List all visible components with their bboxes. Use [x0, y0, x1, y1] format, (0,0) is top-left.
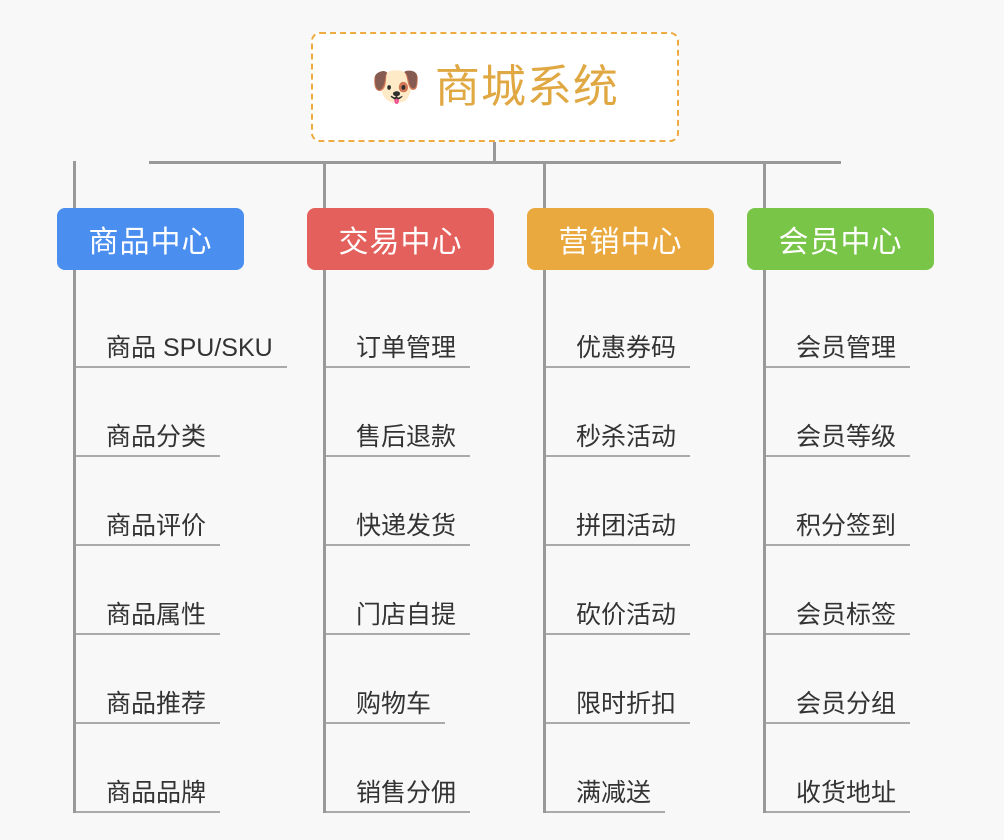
connector-drop-1: [73, 161, 76, 208]
branch-header-3[interactable]: 营销中心: [527, 208, 714, 270]
leaf-node[interactable]: 秒杀活动: [546, 368, 714, 457]
branch-column-2: 交易中心订单管理售后退款快递发货门店自提购物车销售分佣: [307, 208, 494, 813]
leaf-node[interactable]: 商品推荐: [76, 635, 244, 724]
leaf-label: 会员等级: [766, 423, 911, 457]
leaf-label: 会员标签: [766, 601, 911, 635]
branch-column-4: 会员中心会员管理会员等级积分签到会员标签会员分组收货地址: [747, 208, 934, 813]
leaf-label: 售后退款: [326, 423, 471, 457]
root-node[interactable]: 🐶 商城系统: [311, 32, 679, 142]
connector-root-stem: [493, 142, 496, 163]
dog-face-icon: 🐶: [371, 65, 421, 109]
leaf-node[interactable]: 门店自提: [326, 546, 494, 635]
leaf-label: 商品推荐: [76, 690, 221, 724]
leaf-label: 拼团活动: [546, 512, 691, 546]
leaf-node[interactable]: 购物车: [326, 635, 494, 724]
leaf-node[interactable]: 拼团活动: [546, 457, 714, 546]
connector-drop-4: [763, 161, 766, 208]
leaf-node[interactable]: 商品 SPU/SKU: [76, 279, 287, 368]
leaf-node[interactable]: 会员分组: [766, 635, 934, 724]
leaf-label: 快递发货: [326, 512, 471, 546]
branch-header-1[interactable]: 商品中心: [57, 208, 244, 270]
leaf-label: 销售分佣: [326, 779, 471, 813]
branch-trunk-2: 订单管理售后退款快递发货门店自提购物车销售分佣: [323, 270, 494, 813]
leaf-node[interactable]: 收货地址: [766, 724, 934, 813]
leaf-node[interactable]: 销售分佣: [326, 724, 494, 813]
leaf-label: 门店自提: [326, 601, 471, 635]
connector-drop-2: [323, 161, 326, 208]
leaf-node[interactable]: 砍价活动: [546, 546, 714, 635]
leaf-node[interactable]: 会员等级: [766, 368, 934, 457]
leaf-node[interactable]: 商品分类: [76, 368, 244, 457]
leaf-label: 秒杀活动: [546, 423, 691, 457]
leaf-label: 商品分类: [76, 423, 221, 457]
leaf-label: 商品品牌: [76, 779, 221, 813]
leaf-label: 商品属性: [76, 601, 221, 635]
connector-horizontal-bus: [149, 161, 841, 164]
branch-header-4[interactable]: 会员中心: [747, 208, 934, 270]
leaf-node[interactable]: 商品属性: [76, 546, 244, 635]
leaf-node[interactable]: 会员标签: [766, 546, 934, 635]
leaf-node[interactable]: 限时折扣: [546, 635, 714, 724]
leaf-label: 满减送: [546, 779, 666, 813]
root-title: 商城系统: [434, 61, 619, 113]
branch-trunk-4: 会员管理会员等级积分签到会员标签会员分组收货地址: [763, 270, 934, 813]
leaf-label: 商品 SPU/SKU: [76, 334, 287, 368]
leaf-node[interactable]: 商品品牌: [76, 724, 244, 813]
leaf-node[interactable]: 订单管理: [326, 279, 494, 368]
leaf-node[interactable]: 优惠券码: [546, 279, 714, 368]
leaf-label: 会员管理: [766, 334, 911, 368]
connector-drop-3: [543, 161, 546, 208]
branch-column-3: 营销中心优惠券码秒杀活动拼团活动砍价活动限时折扣满减送: [527, 208, 714, 813]
branch-column-1: 商品中心商品 SPU/SKU 商品分类商品评价商品属性商品推荐商品品牌: [57, 208, 287, 813]
branch-trunk-3: 优惠券码秒杀活动拼团活动砍价活动限时折扣满减送: [543, 270, 714, 813]
branch-header-2[interactable]: 交易中心: [307, 208, 494, 270]
leaf-label: 会员分组: [766, 690, 911, 724]
leaf-label: 商品评价: [76, 512, 221, 546]
leaf-node[interactable]: 会员管理: [766, 279, 934, 368]
leaf-node[interactable]: 满减送: [546, 724, 714, 813]
leaf-label: 积分签到: [766, 512, 911, 546]
branch-trunk-1: 商品 SPU/SKU 商品分类商品评价商品属性商品推荐商品品牌: [73, 270, 287, 813]
leaf-node[interactable]: 快递发货: [326, 457, 494, 546]
leaf-label: 优惠券码: [546, 334, 691, 368]
leaf-label: 订单管理: [326, 334, 471, 368]
leaf-node[interactable]: 积分签到: [766, 457, 934, 546]
leaf-node[interactable]: 售后退款: [326, 368, 494, 457]
leaf-label: 购物车: [326, 690, 446, 724]
leaf-label: 收货地址: [766, 779, 911, 813]
leaf-node[interactable]: 商品评价: [76, 457, 244, 546]
leaf-label: 砍价活动: [546, 601, 691, 635]
leaf-label: 限时折扣: [546, 690, 691, 724]
